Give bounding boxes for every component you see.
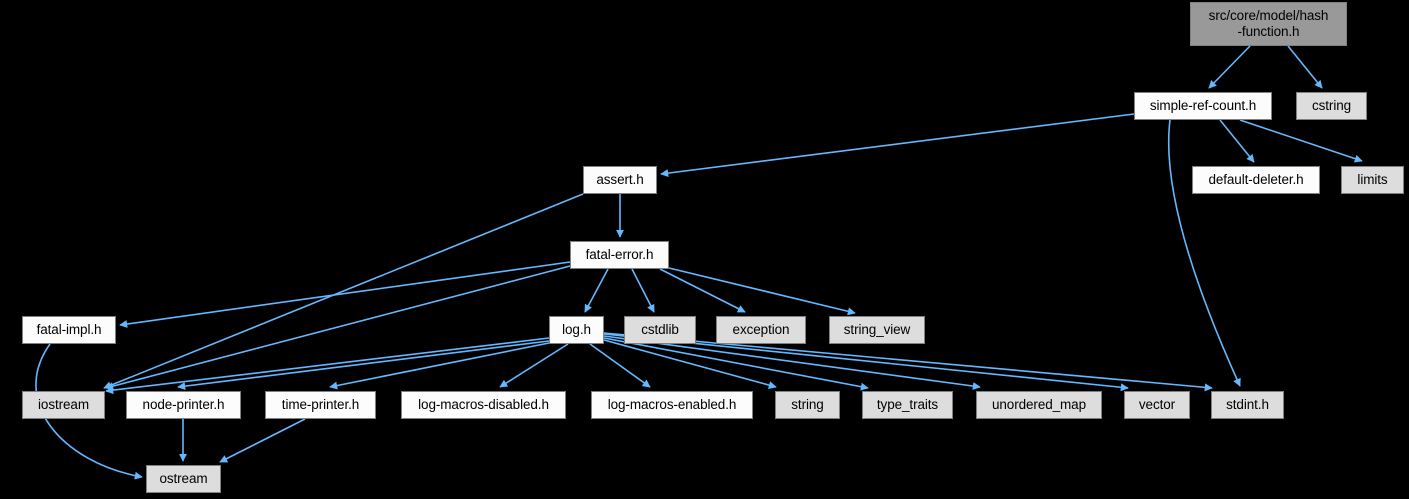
- node-hash-function[interactable]: src/core/model/hash -function.h: [1190, 2, 1347, 46]
- edge-log-to-iostream: [105, 337, 550, 395]
- edge-hash-function-to-cstring: [1287, 45, 1323, 89]
- edge-log-to-stdint: [603, 332, 1213, 392]
- node-cstring[interactable]: cstring: [1296, 92, 1367, 120]
- node-default-deleter[interactable]: default-deleter.h: [1192, 166, 1320, 194]
- node-fatal-impl[interactable]: fatal-impl.h: [22, 316, 116, 344]
- edge-log-to-node-printer: [177, 340, 550, 391]
- edge-log-to-type_traits: [603, 337, 869, 391]
- node-time-printer[interactable]: time-printer.h: [265, 391, 376, 419]
- edge-fatal-error-to-cstdlib: [631, 268, 655, 313]
- node-cstdlib[interactable]: cstdlib: [624, 316, 696, 344]
- node-string[interactable]: string: [775, 391, 840, 419]
- edge-layer: [35, 45, 1363, 480]
- edge-log-to-string: [603, 339, 777, 389]
- edge-simple-ref-count-to-assert: [660, 113, 1135, 178]
- edge-fatal-error-to-iostream: [105, 265, 571, 391]
- edge-assert-to-iostream: [103, 193, 584, 390]
- edge-fatal-error-to-log: [584, 268, 609, 313]
- node-fatal-error[interactable]: fatal-error.h: [570, 241, 669, 269]
- node-stdint[interactable]: stdint.h: [1211, 391, 1284, 419]
- node-string_view[interactable]: string_view: [829, 316, 925, 344]
- edge-fatal-error-to-fatal-impl: [119, 261, 571, 328]
- edge-log-to-unordered_map: [603, 335, 981, 390]
- node-log[interactable]: log.h: [549, 316, 604, 344]
- node-vector[interactable]: vector: [1124, 391, 1190, 419]
- node-type_traits[interactable]: type_traits: [862, 391, 953, 419]
- node-iostream[interactable]: iostream: [22, 391, 105, 419]
- edge-fatal-error-to-string_view: [668, 267, 856, 316]
- node-log-macros-disabled[interactable]: log-macros-disabled.h: [401, 391, 566, 419]
- edge-time-printer-to-ostream: [219, 418, 306, 463]
- node-ostream[interactable]: ostream: [146, 465, 221, 493]
- node-log-macros-enabled[interactable]: log-macros-enabled.h: [591, 391, 753, 419]
- node-assert[interactable]: assert.h: [583, 166, 657, 194]
- edge-hash-function-to-simple-ref-count: [1208, 45, 1251, 89]
- edge-simple-ref-count-to-stdint: [1168, 119, 1241, 387]
- node-exception[interactable]: exception: [716, 316, 806, 344]
- node-node-printer[interactable]: node-printer.h: [126, 391, 241, 419]
- edge-fatal-impl-to-ostream: [35, 343, 143, 480]
- node-simple-ref-count[interactable]: simple-ref-count.h: [1134, 92, 1272, 120]
- edge-simple-ref-count-to-limits: [1239, 119, 1363, 163]
- edge-log-to-log-macros-disabled: [499, 343, 569, 388]
- node-unordered_map[interactable]: unordered_map: [976, 391, 1102, 419]
- edge-log-to-log-macros-enabled: [589, 343, 651, 388]
- node-limits[interactable]: limits: [1341, 166, 1404, 194]
- edge-fatal-error-to-exception: [659, 268, 746, 313]
- edge-log-to-time-printer: [329, 342, 550, 390]
- edge-simple-ref-count-to-default-deleter: [1219, 119, 1255, 163]
